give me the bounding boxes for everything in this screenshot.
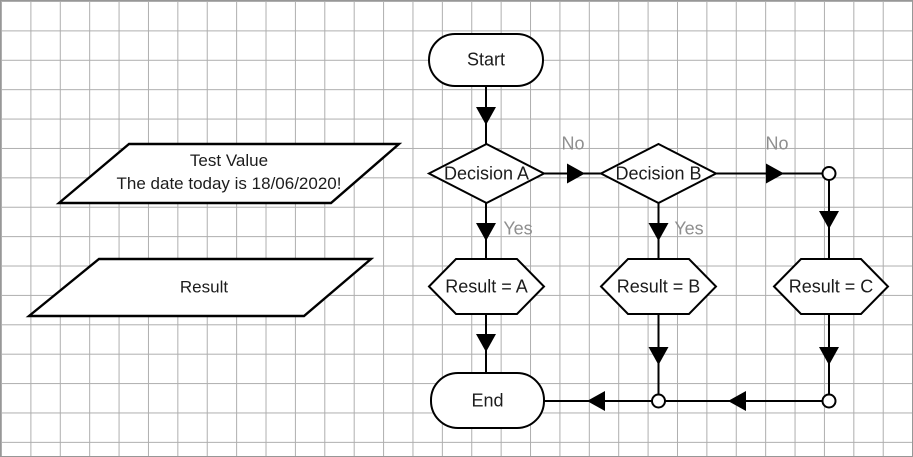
arrowhead-down xyxy=(476,223,496,241)
waypoint-top-right[interactable] xyxy=(821,166,837,181)
edge-result-c-to-bottom-waypoint[interactable] xyxy=(819,314,839,395)
result-a-node[interactable] xyxy=(427,258,546,315)
edge-label-yes-2: Yes xyxy=(674,218,704,239)
start-node[interactable] xyxy=(428,33,544,87)
data-test-value-line1: Test Value xyxy=(189,151,269,170)
waypoint-bottom-mid[interactable] xyxy=(651,393,666,409)
result-c-node-label: Result = C xyxy=(788,276,874,296)
edge-decision-a-to-decision-b[interactable] xyxy=(544,163,601,184)
edge-mid-waypoint-to-end[interactable] xyxy=(544,391,652,411)
data-result-node-label: Result xyxy=(179,277,229,297)
arrowhead-left xyxy=(587,391,605,411)
result-b-node[interactable] xyxy=(599,258,718,315)
arrowhead-down xyxy=(819,211,839,229)
edge-result-a-to-end[interactable] xyxy=(476,314,496,373)
edge-bottom-right-waypoint-to-mid-waypoint[interactable] xyxy=(665,391,823,411)
arrowhead-left xyxy=(728,391,746,411)
edge-label-no-2: No xyxy=(765,133,789,154)
end-node[interactable] xyxy=(430,372,545,429)
start-node-label: Start xyxy=(466,49,506,70)
decision-b-node-label: Decision B xyxy=(615,163,702,183)
edge-label-no-1: No xyxy=(561,133,585,154)
arrowhead-down xyxy=(819,347,839,365)
decision-b-node[interactable] xyxy=(598,142,719,205)
arrowhead-down xyxy=(648,347,669,365)
decision-a-node-label: Decision A xyxy=(443,163,530,183)
data-test-value-line2: The date today is 18/06/2020! xyxy=(116,174,342,193)
edge-label-yes-1: Yes xyxy=(503,218,533,239)
arrowhead-right xyxy=(567,163,585,184)
edge-start-to-decision-a[interactable] xyxy=(476,86,496,144)
result-a-node-label: Result = A xyxy=(445,276,528,296)
arrowhead-down xyxy=(648,223,669,241)
end-node-label: End xyxy=(471,390,504,410)
result-c-node[interactable] xyxy=(772,258,890,315)
edge-waypoint-to-result-c[interactable] xyxy=(819,180,839,259)
data-result-node[interactable] xyxy=(25,257,375,318)
arrowhead-down xyxy=(476,334,496,352)
waypoint-bottom-right[interactable] xyxy=(821,393,837,409)
arrowhead-down xyxy=(476,107,496,125)
decision-a-node[interactable] xyxy=(426,142,547,205)
edge-decision-a-to-result-a[interactable] xyxy=(476,203,496,259)
edge-decision-b-to-waypoint-right[interactable] xyxy=(716,163,823,184)
data-test-value-node-label: Test Value The date today is 18/06/2020! xyxy=(117,149,342,195)
data-test-value-node[interactable] xyxy=(55,142,403,205)
arrowhead-right xyxy=(766,163,784,184)
edge-decision-b-to-result-b[interactable] xyxy=(648,203,669,259)
edge-result-b-to-bottom-waypoint[interactable] xyxy=(648,314,669,395)
result-b-node-label: Result = B xyxy=(616,276,701,296)
